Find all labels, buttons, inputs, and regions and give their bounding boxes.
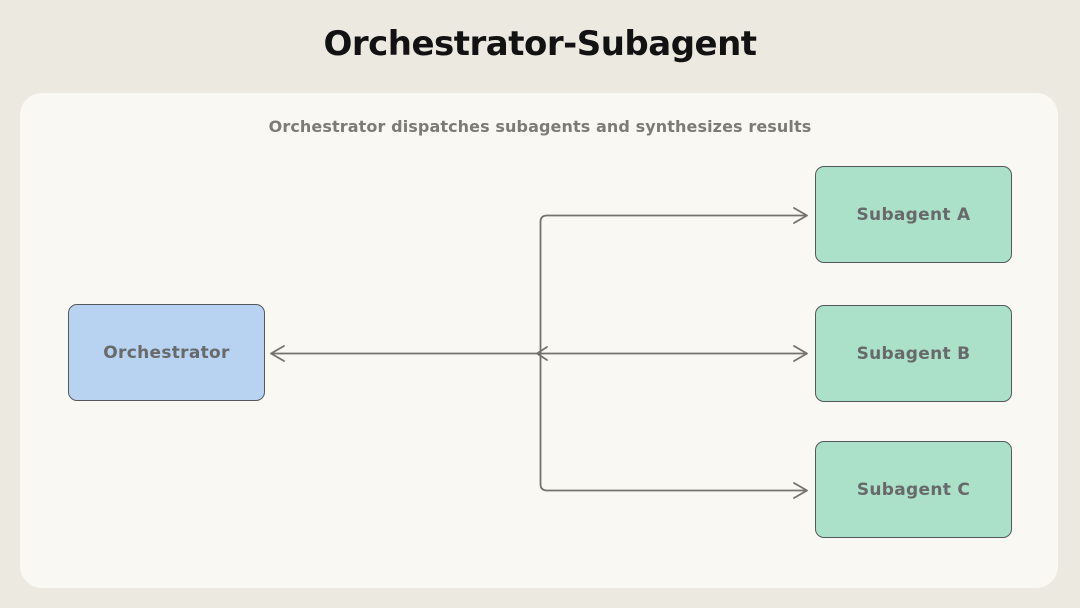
node-subagent-a: Subagent A bbox=[815, 166, 1012, 263]
edge-subagent-c-line bbox=[539, 352, 807, 492]
arrowhead-into-subagent-c bbox=[793, 482, 808, 499]
node-subagent-c-label: Subagent C bbox=[856, 479, 971, 500]
arrowhead-into-orchestrator bbox=[270, 345, 285, 362]
node-subagent-b: Subagent B bbox=[815, 305, 1012, 402]
node-subagent-a-label: Subagent A bbox=[856, 204, 971, 225]
node-subagent-b-label: Subagent B bbox=[856, 343, 971, 364]
arrowhead-into-subagent-a bbox=[793, 207, 808, 224]
edge-subagent-a-line bbox=[539, 214, 807, 355]
page-title: Orchestrator-Subagent bbox=[323, 24, 757, 64]
node-orchestrator: Orchestrator bbox=[68, 304, 265, 401]
arrowhead-at-junction bbox=[536, 346, 548, 361]
node-orchestrator-label: Orchestrator bbox=[103, 342, 230, 363]
arrowhead-into-subagent-b bbox=[793, 345, 808, 362]
diagram-subtitle: Orchestrator dispatches subagents and sy… bbox=[268, 117, 812, 136]
node-subagent-c: Subagent C bbox=[815, 441, 1012, 538]
